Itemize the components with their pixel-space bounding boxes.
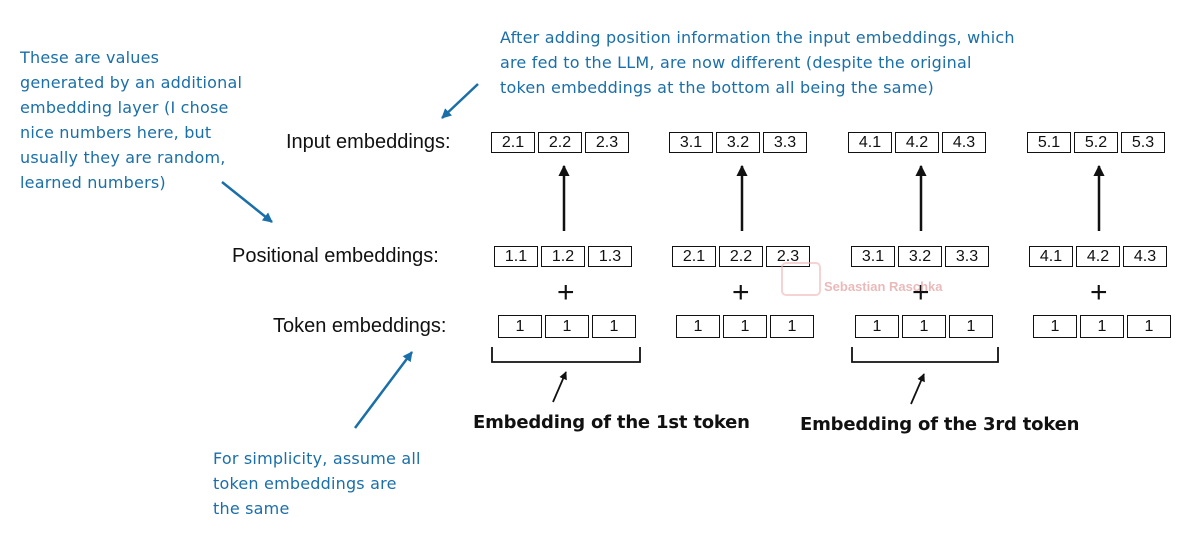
bottom-annotation-line: token embeddings are (213, 474, 397, 493)
input-cell: 2.1 (491, 132, 535, 153)
token-cell: 1 (1033, 315, 1077, 338)
positional-cell: 1.2 (541, 246, 585, 267)
top-annotation-line: After adding position information the in… (500, 28, 1015, 47)
positional-embedding-group-4: 4.1 4.2 4.3 (1029, 246, 1167, 267)
annotation-arrow-top (441, 83, 479, 119)
positional-cell: 2.2 (719, 246, 763, 267)
left-annotation-line: nice numbers here, but (20, 123, 212, 142)
caption-third-token: Embedding of the 3rd token (800, 414, 1080, 435)
bottom-annotation-line: the same (213, 499, 290, 518)
watermark-logo-icon (781, 262, 821, 296)
annotation-arrow-bottom (354, 351, 413, 429)
input-cell: 4.1 (848, 132, 892, 153)
input-cell: 5.3 (1121, 132, 1165, 153)
input-cell: 3.2 (716, 132, 760, 153)
positional-cell: 1.3 (588, 246, 632, 267)
token-embedding-group-2: 1 1 1 (676, 315, 814, 338)
input-cell: 3.3 (763, 132, 807, 153)
positional-cell: 4.1 (1029, 246, 1073, 267)
input-embedding-group-2: 3.1 3.2 3.3 (669, 132, 807, 153)
token-cell: 1 (770, 315, 814, 338)
annotation-arrow-left (221, 181, 273, 223)
top-annotation-line: are fed to the LLM, are now different (d… (500, 53, 972, 72)
token-cell: 1 (1127, 315, 1171, 338)
positional-cell: 2.3 (766, 246, 810, 267)
token-embeddings-label: Token embeddings: (273, 315, 447, 337)
input-cell: 5.1 (1027, 132, 1071, 153)
positional-cell: 3.2 (898, 246, 942, 267)
watermark-text: Sebastian Raschka (824, 279, 943, 294)
input-cell: 4.3 (942, 132, 986, 153)
input-cell: 2.2 (538, 132, 582, 153)
bottom-annotation-line: For simplicity, assume all (213, 449, 421, 468)
left-annotation-line: generated by an additional (20, 73, 243, 92)
token-cell: 1 (855, 315, 899, 338)
left-annotation-line: These are values (20, 48, 160, 67)
token-cell: 1 (902, 315, 946, 338)
token-cell: 1 (723, 315, 767, 338)
input-embedding-group-1: 2.1 2.2 2.3 (491, 132, 629, 153)
top-annotation: After adding position information the in… (500, 25, 1015, 100)
caption-arrow-3 (910, 373, 925, 405)
positional-cell: 2.1 (672, 246, 716, 267)
input-embeddings-label: Input embeddings: (286, 131, 451, 153)
token-cell: 1 (545, 315, 589, 338)
caption-arrow-1 (552, 371, 567, 403)
token-cell: 1 (949, 315, 993, 338)
input-cell: 2.3 (585, 132, 629, 153)
positional-embedding-group-1: 1.1 1.2 1.3 (494, 246, 632, 267)
token-cell: 1 (592, 315, 636, 338)
token-cell: 1 (1080, 315, 1124, 338)
positional-embeddings-label: Positional embeddings: (232, 245, 439, 267)
positional-cell: 1.1 (494, 246, 538, 267)
plus-sign: + (912, 276, 930, 309)
token-embedding-group-1: 1 1 1 (498, 315, 636, 338)
positional-cell: 4.3 (1123, 246, 1167, 267)
token-embedding-group-3: 1 1 1 (855, 315, 993, 338)
input-embedding-group-3: 4.1 4.2 4.3 (848, 132, 986, 153)
input-cell: 3.1 (669, 132, 713, 153)
bracket-first-token (491, 347, 641, 363)
positional-cell: 3.3 (945, 246, 989, 267)
positional-embedding-group-3: 3.1 3.2 3.3 (851, 246, 989, 267)
positional-embedding-group-2: 2.1 2.2 2.3 (672, 246, 810, 267)
token-cell: 1 (676, 315, 720, 338)
left-annotation-line: embedding layer (I chose (20, 98, 229, 117)
plus-sign: + (1090, 276, 1108, 309)
top-annotation-line: token embeddings at the bottom all being… (500, 78, 934, 97)
plus-sign: + (557, 276, 575, 309)
token-embedding-group-4: 1 1 1 (1033, 315, 1171, 338)
input-cell: 4.2 (895, 132, 939, 153)
input-cell: 5.2 (1074, 132, 1118, 153)
input-embedding-group-4: 5.1 5.2 5.3 (1027, 132, 1165, 153)
bracket-third-token (851, 347, 999, 363)
left-annotation-line: learned numbers) (20, 173, 166, 192)
bottom-annotation: For simplicity, assume all token embeddi… (213, 446, 421, 521)
token-cell: 1 (498, 315, 542, 338)
caption-first-token: Embedding of the 1st token (473, 412, 750, 433)
plus-sign: + (732, 276, 750, 309)
positional-cell: 4.2 (1076, 246, 1120, 267)
left-annotation: These are values generated by an additio… (20, 45, 242, 195)
left-annotation-line: usually they are random, (20, 148, 226, 167)
positional-cell: 3.1 (851, 246, 895, 267)
